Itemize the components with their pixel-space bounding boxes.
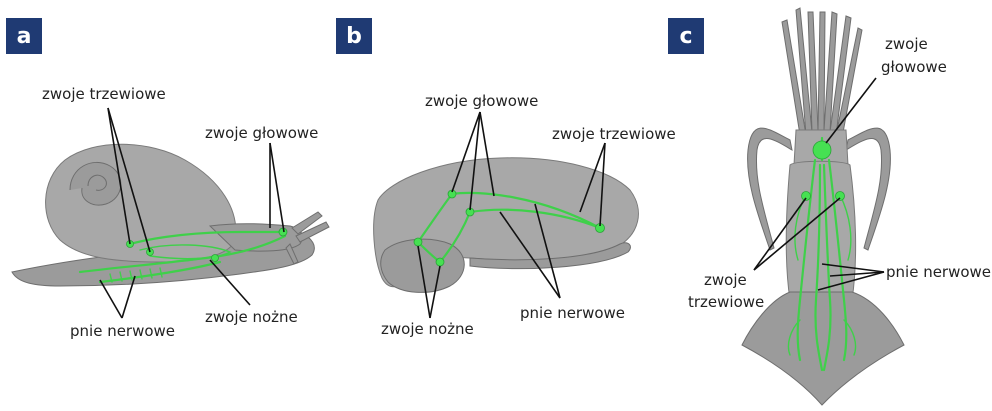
snail-shell (46, 144, 236, 262)
squid-ganglion-cerebral (813, 141, 831, 159)
bivalve-ganglion-pedal-1 (414, 238, 422, 246)
squid-fin (742, 292, 904, 405)
squid-arm-3 (818, 12, 825, 130)
label-c-zwoje-trzewiowe-1: zwoje (704, 271, 747, 289)
label-c-zwoje-glowowe-1: zwoje (885, 35, 928, 53)
label-a-zwoje-nozne: zwoje nożne (205, 308, 298, 326)
squid-illustration (742, 8, 904, 405)
label-b-zwoje-trzewiowe: zwoje trzewiowe (552, 125, 676, 143)
label-b-zwoje-glowowe: zwoje głowowe (425, 92, 538, 110)
bivalve-ganglion-pedal-2 (436, 258, 444, 266)
label-c-zwoje-glowowe-2: głowowe (881, 58, 947, 76)
label-b-pnie-nerwowe: pnie nerwowe (520, 304, 625, 322)
squid-ganglion-stellate-right (836, 192, 845, 201)
label-c-pnie-nerwowe: pnie nerwowe (886, 263, 991, 281)
label-a-pnie-nerwowe: pnie nerwowe (70, 322, 175, 340)
leader-a-glowowe-2 (270, 143, 284, 232)
snail-ganglion-pedal (212, 255, 219, 262)
label-a-zwoje-glowowe: zwoje głowowe (205, 124, 318, 142)
label-a-zwoje-trzewiowe: zwoje trzewiowe (42, 85, 166, 103)
label-c-zwoje-trzewiowe-2: trzewiowe (688, 293, 764, 311)
bivalve-illustration (374, 158, 639, 293)
squid-tentacle-left (748, 128, 792, 250)
leader-a-pnie-1 (100, 280, 122, 318)
label-b-zwoje-nozne: zwoje nożne (381, 320, 474, 338)
